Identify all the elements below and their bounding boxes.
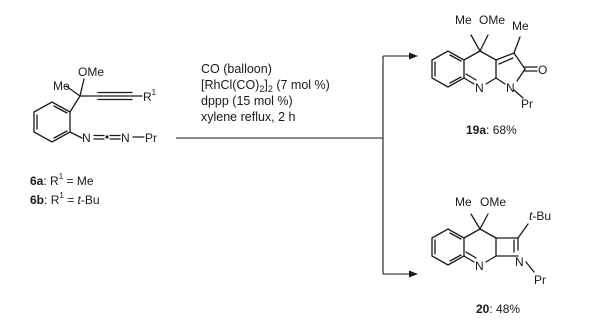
bond-c3-c2 <box>513 52 526 70</box>
bond-c4-ome <box>479 213 489 230</box>
atom-me: Me <box>53 79 70 93</box>
bond-c4-me <box>470 213 481 230</box>
central-carbon-dot <box>105 135 109 139</box>
benzo-double-bond <box>449 254 462 262</box>
bond-n1-c9a <box>495 77 506 85</box>
starting-material-structure: Me OMe R1 N N Pr <box>33 65 157 145</box>
atom-o: O <box>538 63 547 77</box>
condition-catalyst: [RhCl(CO)2]2 (7 mol %) <box>201 78 330 94</box>
bond-c4-me <box>470 34 481 52</box>
bond-c4-c3a <box>479 50 497 61</box>
benzo-ring-bonds <box>431 228 465 266</box>
bond-c-me <box>65 85 81 97</box>
atom-n: N <box>515 255 524 269</box>
bond-c9a-n <box>485 255 497 263</box>
benzene-double-bond <box>53 130 68 139</box>
product-20-structure: Me OMe t-Bu N N Pr <box>431 195 551 287</box>
benzene-ring-bonds <box>33 101 71 143</box>
atom-ome: OMe <box>78 65 104 79</box>
bond-c2-n1 <box>516 68 526 82</box>
atom-me: Me <box>455 195 472 209</box>
bond-n-c8a <box>463 255 475 263</box>
atom-pr: Pr <box>145 131 157 145</box>
reaction-arrows <box>176 52 418 278</box>
condition-co: CO (balloon) <box>201 62 272 76</box>
atom-n-ring: N <box>475 259 484 273</box>
label-6b: 6b: R1 = t-Bu <box>30 191 100 207</box>
benzo-double-bond <box>449 232 462 240</box>
bond-c4-c3a <box>479 228 497 239</box>
label-19a: 19a: 68% <box>466 123 517 137</box>
bond-n-c-double <box>465 251 477 259</box>
atom-pr: Pr <box>534 273 546 287</box>
atom-me-1: Me <box>455 13 472 27</box>
bond-ring-to-quaternary-c <box>69 95 81 113</box>
bond-n-c-double <box>465 73 477 81</box>
bond-c4a-c4 <box>463 50 481 61</box>
bond-c9a-n <box>485 77 497 85</box>
benzo-double-bond <box>449 76 462 84</box>
atom-ome: OMe <box>479 13 505 27</box>
benzo-double-bond <box>449 54 462 62</box>
bond-n-c8a <box>463 77 475 85</box>
label-20: 20: 48% <box>476 302 520 316</box>
bond-ring-to-n <box>69 131 83 139</box>
bond-c4-ome <box>479 34 489 52</box>
atom-pr: Pr <box>521 97 533 111</box>
label-6a: 6a: R1 = Me <box>30 172 94 188</box>
atom-r1: R1 <box>143 88 157 104</box>
atom-me-2: Me <box>512 19 529 33</box>
bond-n-pr <box>525 261 535 273</box>
bond-c4a-c4 <box>463 228 481 239</box>
bond-n1-pr <box>513 89 524 99</box>
atom-tbu: t-Bu <box>529 209 551 223</box>
condition-solvent: xylene reflux, 2 h <box>201 110 296 124</box>
atom-n-ring: N <box>475 81 484 95</box>
atom-ome: OMe <box>480 195 506 209</box>
product-19a-structure: Me OMe Me O N N Pr <box>431 13 547 111</box>
atom-n-right: N <box>121 131 130 145</box>
bond-c3-me <box>513 36 521 54</box>
bond-c3a-c3 <box>495 52 515 61</box>
condition-ligand: dppp (15 mol %) <box>201 94 293 108</box>
atom-n-left: N <box>82 131 91 145</box>
bond-c-ome <box>79 78 85 97</box>
atom-n: N <box>506 81 515 95</box>
benzene-double-bond <box>53 105 68 114</box>
bond-c3-tbu <box>517 223 529 239</box>
benzo-ring-bonds <box>431 50 465 88</box>
c3a-c3-double-bond <box>498 57 514 65</box>
